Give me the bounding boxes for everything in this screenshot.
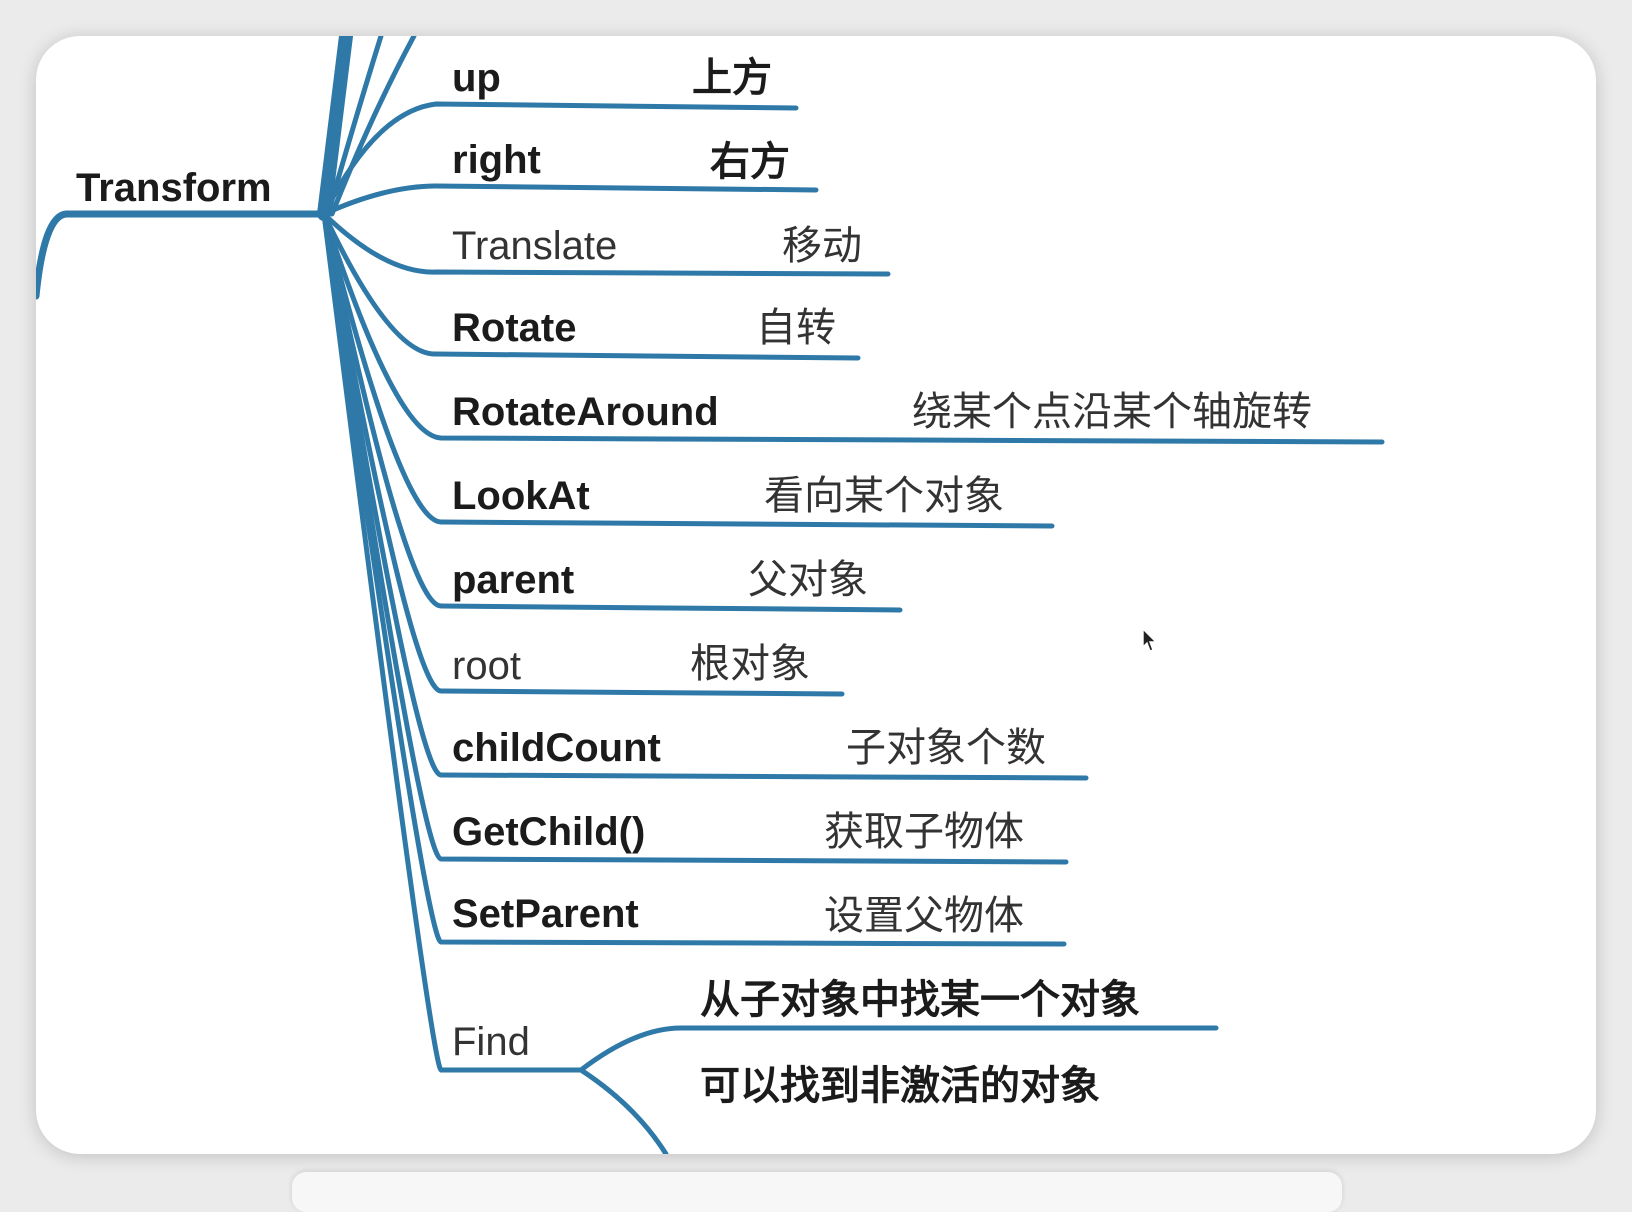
node-find[interactable]: Find: [452, 1020, 530, 1064]
node-rotatearound-desc: 绕某个点沿某个轴旋转: [912, 390, 1312, 434]
node-lookat[interactable]: LookAt: [452, 474, 590, 518]
node-right[interactable]: right: [452, 138, 541, 182]
node-lookat-desc: 看向某个对象: [764, 474, 1004, 518]
node-rotatearound[interactable]: RotateAround: [452, 390, 719, 434]
root-node-transform[interactable]: Transform: [76, 166, 272, 210]
node-parent-desc: 父对象: [748, 558, 868, 602]
node-find-desc-2: 可以找到非激活的对象: [700, 1064, 1100, 1108]
node-getchild[interactable]: GetChild(): [452, 810, 646, 854]
node-translate[interactable]: Translate: [452, 224, 618, 268]
mouse-cursor-icon: [1142, 628, 1158, 652]
node-childcount-desc: 子对象个数: [846, 726, 1046, 770]
mindmap-canvas: Transform up 上方 right 右方 Translate 移动 Ro…: [36, 36, 1596, 1154]
branch-lines: [36, 36, 1385, 1154]
node-setparent[interactable]: SetParent: [452, 892, 639, 936]
node-translate-desc: 移动: [782, 224, 862, 268]
bottom-panel: [292, 1172, 1342, 1212]
node-rotate[interactable]: Rotate: [452, 306, 577, 350]
node-root-desc: 根对象: [690, 642, 810, 686]
node-parent[interactable]: parent: [452, 558, 575, 602]
node-setparent-desc: 设置父物体: [824, 894, 1024, 938]
node-getchild-desc: 获取子物体: [824, 810, 1024, 854]
node-find-desc-1: 从子对象中找某一个对象: [700, 978, 1140, 1022]
node-childcount[interactable]: childCount: [452, 726, 661, 770]
node-root[interactable]: root: [452, 644, 521, 688]
node-rotate-desc: 自转: [756, 306, 836, 350]
node-up-desc: 上方: [692, 56, 772, 100]
node-up[interactable]: up: [452, 56, 501, 100]
node-right-desc: 右方: [710, 140, 790, 184]
